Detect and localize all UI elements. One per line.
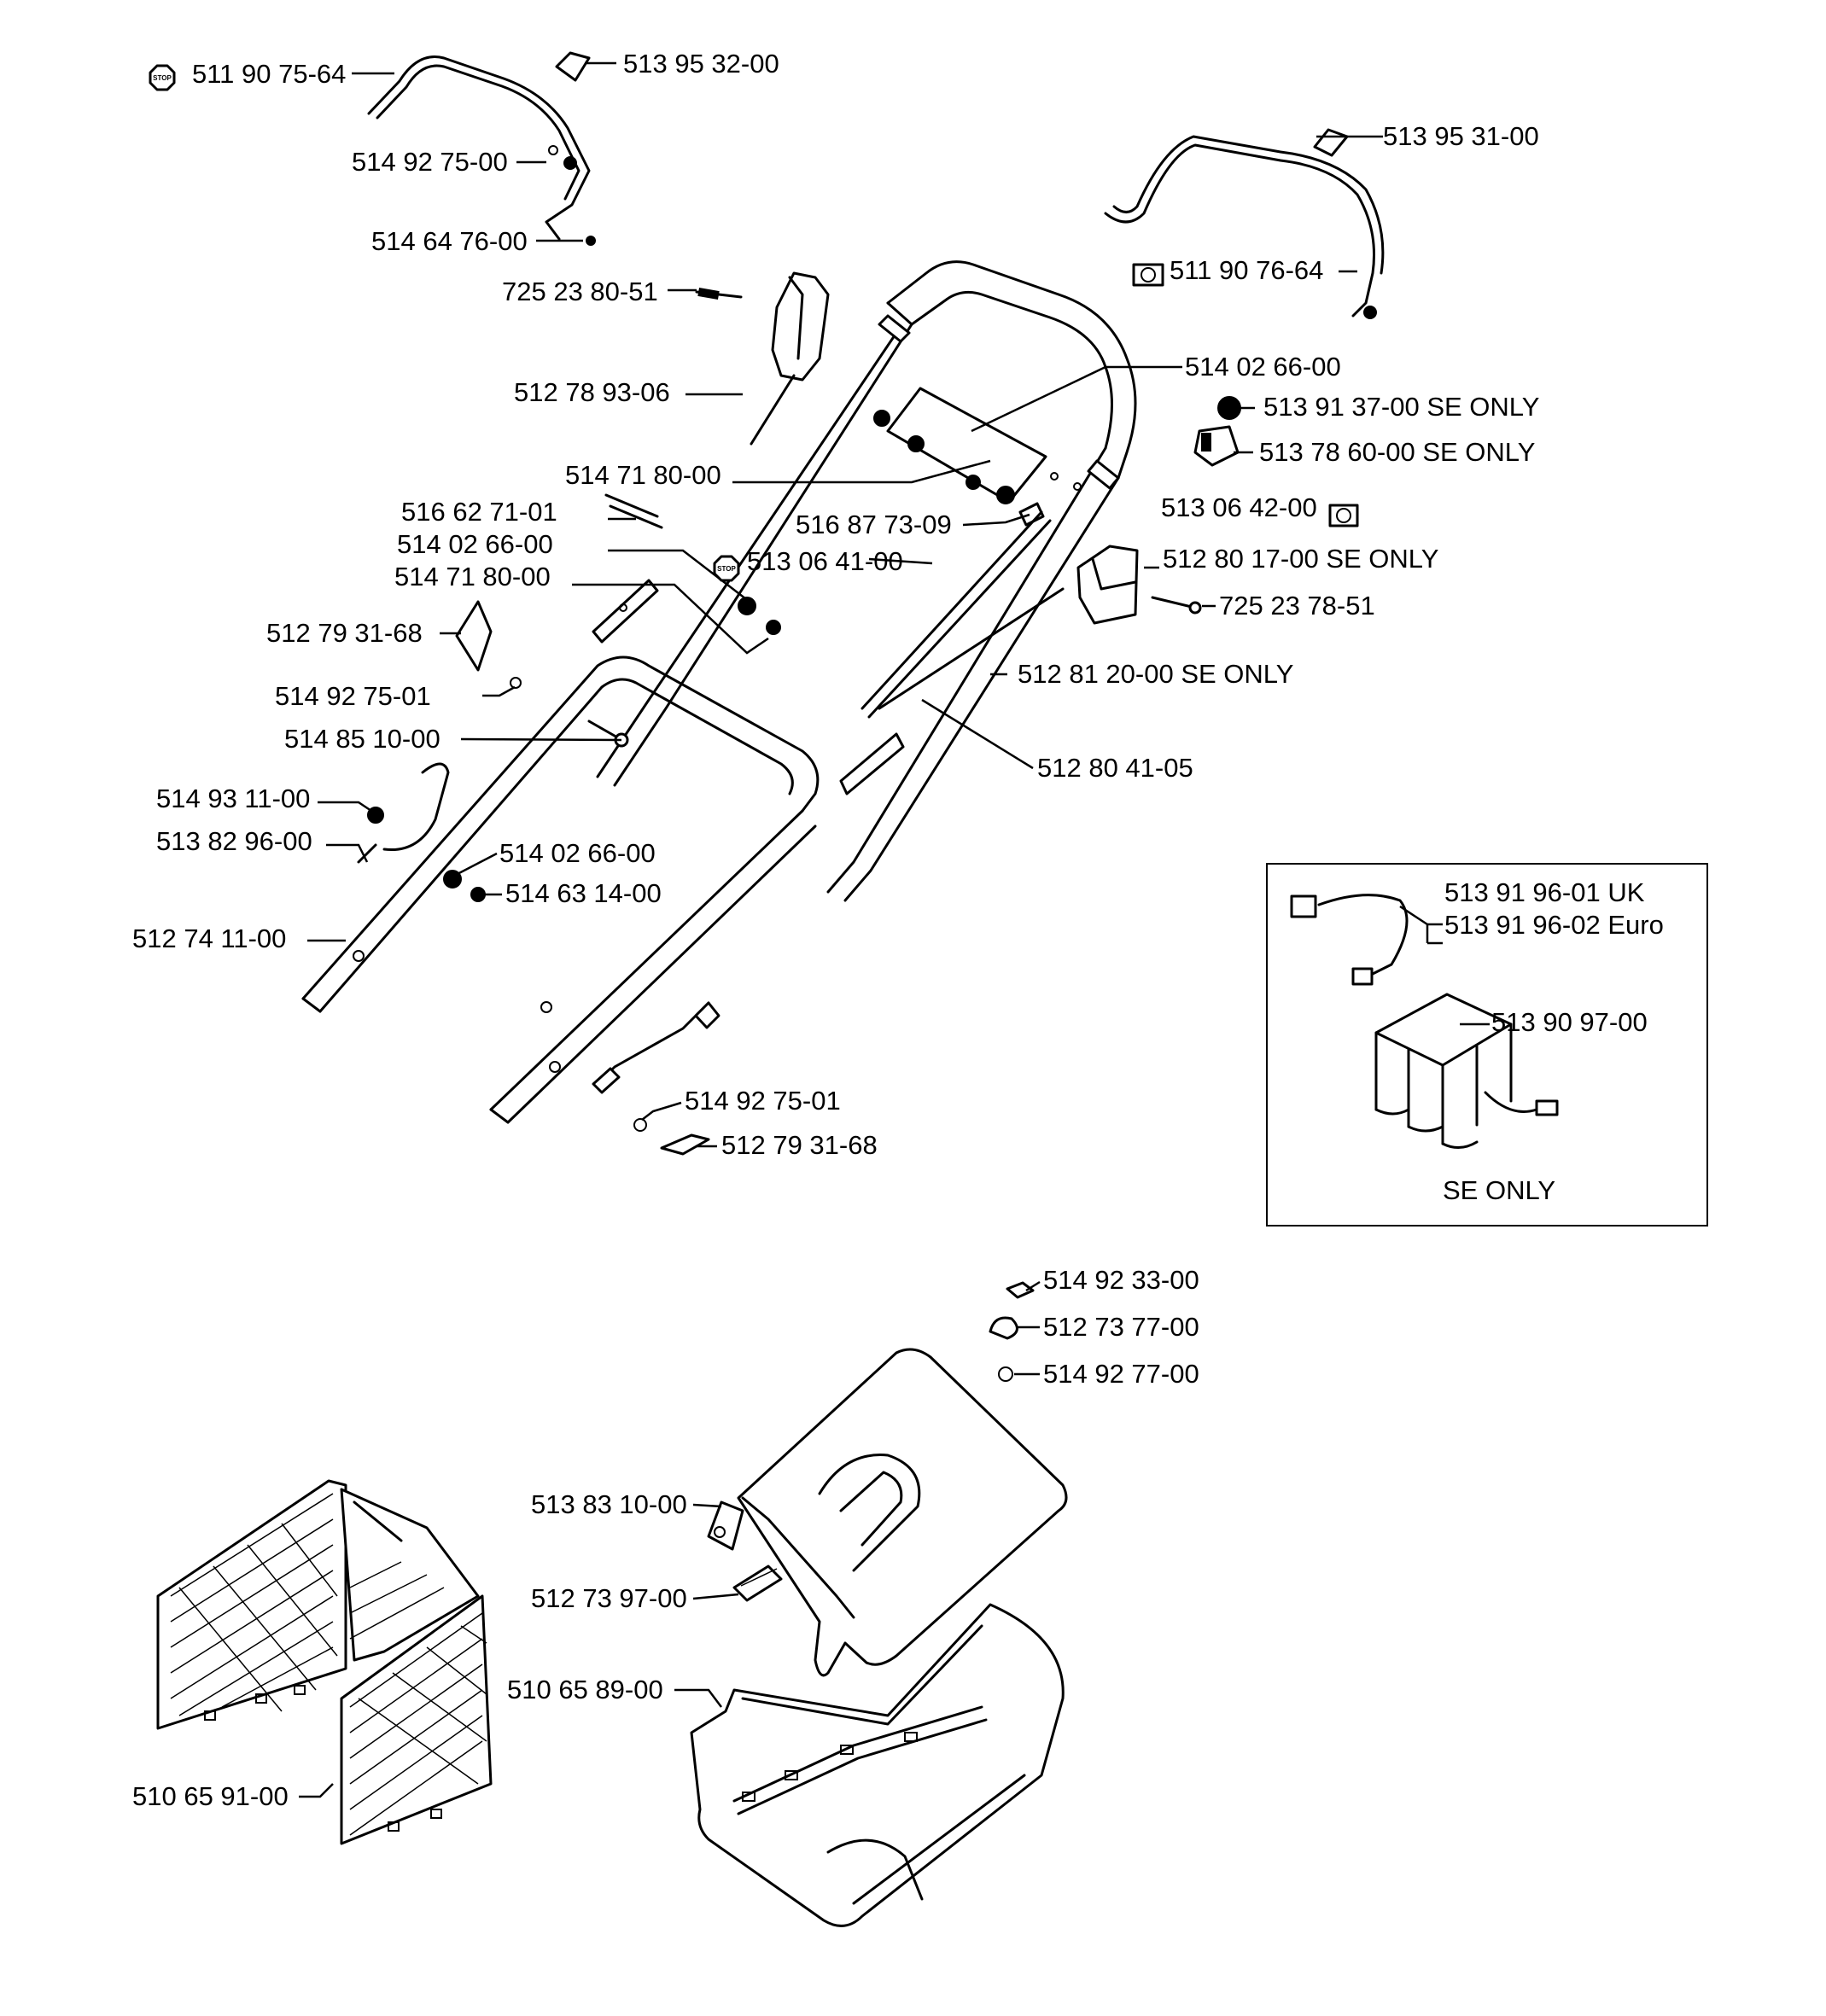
throttle-control-drawing	[695, 271, 830, 446]
key-switch-drawing	[1193, 396, 1241, 467]
part-label: 513 06 42-00	[1161, 492, 1317, 522]
lower-handle-drawing	[301, 655, 820, 1124]
part-label: 516 87 73-09	[796, 510, 952, 539]
part-label: 514 71 80-00	[394, 562, 551, 591]
part-label: 512 74 11-00	[132, 924, 286, 953]
part-label: 725 23 78-51	[1219, 591, 1375, 621]
knob-left-drawing	[455, 600, 522, 689]
part-label: 512 80 17-00 SE ONLY	[1163, 544, 1438, 574]
part-label: 512 79 31-68	[721, 1130, 878, 1160]
part-label: 512 80 41-05	[1037, 753, 1193, 783]
bracket-drawing	[592, 493, 781, 644]
mounting-plate-drawing	[873, 387, 1082, 527]
lock-symbol-icon	[1132, 263, 1164, 287]
lower-cable-drawing	[592, 1001, 720, 1156]
part-label: 514 93 11-00	[156, 784, 310, 813]
part-label: 514 02 66-00	[499, 838, 656, 868]
part-label: 512 81 20-00 SE ONLY	[1018, 659, 1293, 689]
part-label: 511 90 75-64	[192, 59, 346, 89]
part-label: 513 78 60-00 SE ONLY	[1259, 437, 1535, 467]
part-label: 514 92 33-00	[1043, 1265, 1199, 1295]
small-parts-drawing	[989, 1281, 1035, 1382]
se-only-inset: 513 91 96-01 UK 513 91 96-02 Euro 513 90…	[1266, 863, 1708, 1226]
part-labels: 511 90 75-64 513 95 32-00 514 92 75-00 5…	[132, 49, 1539, 1811]
part-label: 514 02 66-00	[1185, 352, 1341, 382]
part-label: 513 95 32-00	[623, 49, 779, 79]
lock-symbol-icon-2	[1328, 504, 1359, 527]
part-label: 514 92 75-01	[685, 1086, 841, 1116]
bolt-drawing	[587, 720, 629, 748]
part-label: 512 73 97-00	[531, 1583, 687, 1613]
inset-note: SE ONLY	[1443, 1175, 1555, 1205]
part-label: 513 06 41-00	[747, 546, 903, 576]
label-tag-icon	[555, 51, 591, 82]
part-label: 514 85 10-00	[284, 724, 440, 754]
part-label: 514 92 77-00	[1043, 1359, 1199, 1389]
leader-lines	[299, 61, 1383, 1798]
svg-text:STOP: STOP	[153, 74, 172, 82]
part-label: 516 62 71-01	[401, 497, 557, 527]
part-label: 512 73 77-00	[1043, 1312, 1199, 1342]
part-label: 514 02 66-00	[397, 529, 553, 559]
upper-handle-drawing	[596, 260, 1137, 902]
stop-symbol-icon-2: STOP	[713, 555, 740, 582]
svg-text:STOP: STOP	[717, 565, 736, 573]
part-label: 512 78 93-06	[514, 377, 670, 407]
inset-label-battery: 513 90 97-00	[1491, 1007, 1648, 1037]
part-label: 513 95 31-00	[1383, 121, 1539, 151]
part-label: 510 65 91-00	[132, 1781, 289, 1811]
stop-symbol-icon: STOP	[149, 64, 176, 91]
part-label: 514 63 14-00	[505, 878, 662, 908]
part-label: 514 92 75-00	[352, 147, 508, 177]
part-label: 725 23 80-51	[502, 277, 658, 306]
inset-label-charger-euro: 513 91 96-02 Euro	[1444, 910, 1664, 940]
part-label: 512 79 31-68	[266, 618, 423, 648]
label-tag-icon-right	[1313, 128, 1349, 157]
part-label: 510 65 89-00	[507, 1675, 663, 1704]
part-label: 511 90 76-64	[1170, 255, 1323, 285]
connector-housing-drawing	[1076, 545, 1202, 625]
part-label: 513 91 37-00 SE ONLY	[1263, 392, 1539, 422]
part-label: 513 82 96-00	[156, 826, 312, 856]
part-label: 514 92 75-01	[275, 681, 431, 711]
catcher-body-drawing	[690, 1603, 1065, 1927]
upper-bail-right-drawing	[1104, 135, 1385, 319]
upper-bail-left-drawing	[367, 55, 596, 246]
part-label: 514 64 76-00	[371, 226, 528, 256]
side-mesh-panels-drawing	[156, 1479, 493, 1845]
cable-rods-drawing	[839, 510, 1065, 795]
part-label: 514 71 80-00	[565, 460, 721, 490]
part-label: 513 83 10-00	[531, 1489, 687, 1519]
inset-label-charger-uk: 513 91 96-01 UK	[1444, 877, 1645, 907]
cable-guide-drawing	[357, 762, 486, 902]
catcher-lid-drawing	[707, 1348, 1068, 1677]
